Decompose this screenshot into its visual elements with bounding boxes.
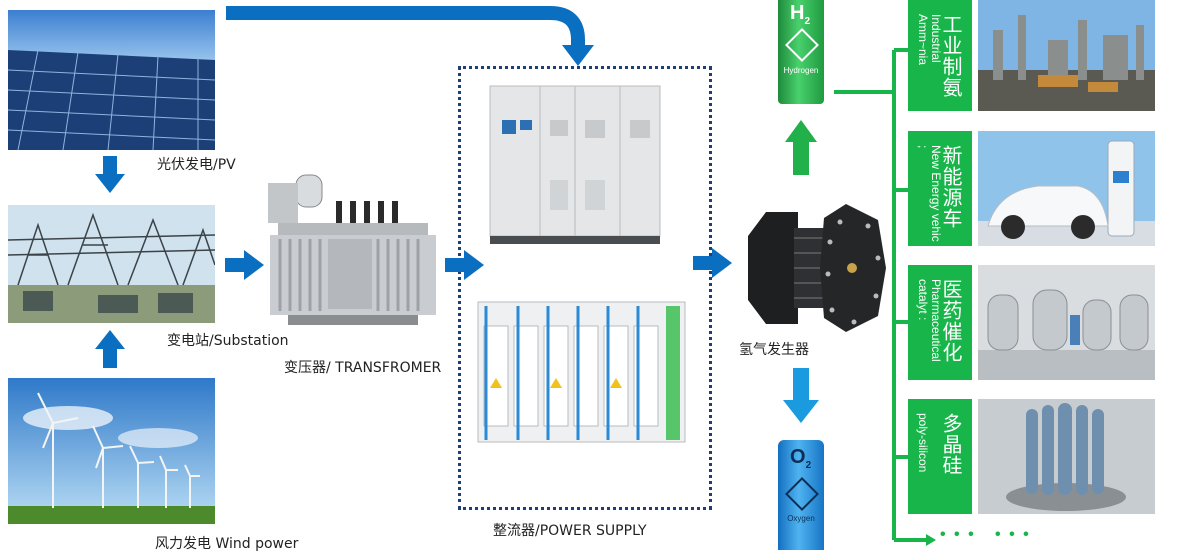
transformer-to-supply-head [464, 250, 484, 280]
application-vehicle-en: New Energy vehic ; [916, 145, 943, 242]
pv-panels-photo [8, 10, 215, 150]
oxygen-cylinder: O2 Oxygen [778, 440, 824, 550]
wind-up-arrow-shaft [103, 348, 117, 368]
branch-more-head [926, 534, 936, 546]
hydrogen-cylinder: H2 Hydrogen [778, 0, 824, 104]
transformer-to-supply-shaft [445, 258, 465, 272]
wind-farm-photo [8, 378, 215, 524]
substation-photo [8, 205, 215, 323]
substation-label: 变电站/Substation [167, 333, 289, 349]
wind-up-arrow-head [95, 330, 125, 349]
hydrogen-up-arrow-head [785, 120, 817, 142]
sub-to-transformer-shaft [225, 258, 245, 272]
more-applications: • • • • • • [940, 526, 1031, 543]
pharma-lab-photo [978, 265, 1155, 380]
application-pharma-en: Pharmaceutical catalyt : [916, 279, 943, 362]
application-vehicle-zh: 新能源车 [939, 145, 963, 229]
application-pharma: 医药催化 Pharmaceutical catalyt : [908, 265, 972, 380]
application-ammonia-en: Industrial Amm~nia [916, 14, 943, 66]
polysilicon-reactor-photo [978, 399, 1155, 514]
supply-to-generator-head [712, 248, 732, 278]
rectifier-cabinet-photo [480, 80, 665, 248]
application-polysilicon: 多晶硅 poly-silicon [908, 399, 972, 514]
application-polysilicon-zh: 多晶硅 [939, 413, 963, 476]
application-pharma-zh: 医药催化 [939, 279, 963, 363]
hydrogen-generator-label: 氢气发生器 [739, 342, 809, 358]
hydrogen-formula: H2 [790, 2, 810, 27]
sub-to-transformer-head [244, 250, 264, 280]
application-ammonia-zh: 工业制氨 [939, 14, 963, 98]
oxygen-formula: O2 [790, 446, 811, 471]
wind-label: 风力发电 Wind power [155, 536, 299, 552]
hydrogen-name: Hydrogen [783, 66, 819, 75]
oxygen-symbol: O [790, 446, 806, 468]
application-polysilicon-en: poly-silicon [916, 413, 930, 473]
hydrogen-symbol: H [790, 2, 805, 24]
application-vehicle: 新能源车 New Energy vehic ; [908, 131, 972, 246]
power-supply-cabinet-photo [474, 292, 689, 452]
oxygen-subscript: 2 [805, 460, 812, 471]
top-curved-arrow [226, 6, 585, 47]
pv-down-arrow-head [95, 174, 125, 193]
power-supply-group [458, 66, 712, 510]
supply-to-generator-shaft [693, 256, 713, 270]
transformer-label: 变压器/ TRANSFROMER [284, 360, 442, 376]
ammonia-plant-photo [978, 0, 1155, 111]
oxygen-down-arrow-head [783, 400, 819, 423]
pv-down-arrow-shaft [103, 156, 117, 176]
pv-label: 光伏发电/PV [157, 157, 236, 173]
fuel-cell-car-photo [978, 131, 1155, 246]
hydrogen-subscript: 2 [804, 16, 811, 27]
transformer-photo [258, 155, 443, 340]
oxygen-down-arrow-shaft [793, 368, 809, 402]
hydrogen-up-arrow-shaft [793, 141, 809, 175]
power-supply-label: 整流器/POWER SUPPLY [493, 523, 647, 539]
top-curved-arrow-head [562, 45, 594, 66]
application-ammonia: 工业制氨 Industrial Amm~nia [908, 0, 972, 111]
hydrogen-generator-photo [728, 198, 888, 338]
oxygen-name: Oxygen [787, 514, 815, 523]
